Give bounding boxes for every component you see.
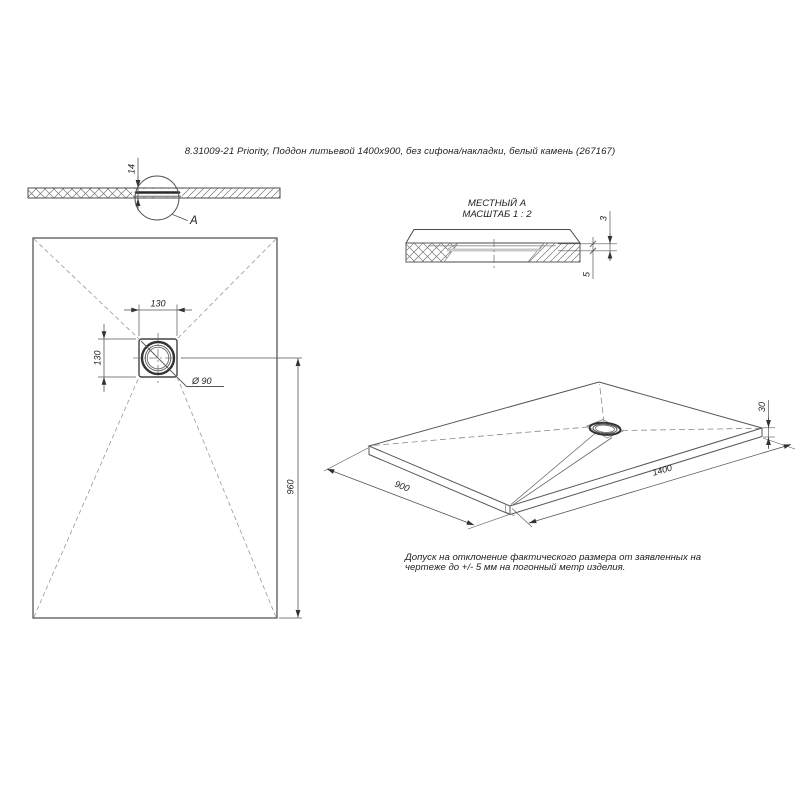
svg-text:5: 5 [582,271,592,277]
dim-5: 5 [582,237,597,279]
section-view: A 14 [27,157,281,227]
detail-a-label: A [189,215,198,227]
dim-3: 3 [599,211,613,261]
plan-view: 130 130 Ø 90 960 [32,237,302,619]
dim-960: 960 [181,357,302,619]
dim-130-width: 130 [124,299,192,336]
dim-drain-diameter: Ø 90 [140,340,224,387]
dim-30: 30 [757,400,775,449]
tolerance-note: Допуск на отклонение фактического размер… [405,553,750,573]
svg-text:960: 960 [286,479,296,494]
svg-text:3: 3 [599,216,609,221]
dim-14: 14 [127,157,141,211]
dim-130-height: 130 [93,324,136,392]
svg-text:Ø 90: Ø 90 [191,376,212,386]
drawing-title: 8.31009-21 Priority, Поддон литьевой 140… [184,146,616,157]
svg-text:130: 130 [150,299,165,309]
iso-view: 900 1400 30 [323,381,796,530]
svg-text:1400: 1400 [651,462,673,477]
tolerance-note-line1: Допуск на отклонение фактического размер… [405,552,702,563]
svg-text:130: 130 [93,350,103,365]
svg-text:30: 30 [757,402,767,412]
slope-lines [33,238,277,618]
svg-text:14: 14 [127,164,137,174]
iso-slope-dashed [371,383,760,446]
tolerance-note-line2: чертеже до +/- 5 мм на погонный метр изд… [405,562,626,573]
svg-text:900: 900 [393,479,411,494]
detail-circle-a [134,175,180,221]
detail-view-a: МЕСТНЫЙ А МАСШТАБ 1 : 2 3 [405,197,617,279]
detail-view-title: МЕСТНЫЙ А [468,197,526,209]
detail-view-scale: МАСШТАБ 1 : 2 [462,209,532,220]
drain-iso [586,419,624,439]
